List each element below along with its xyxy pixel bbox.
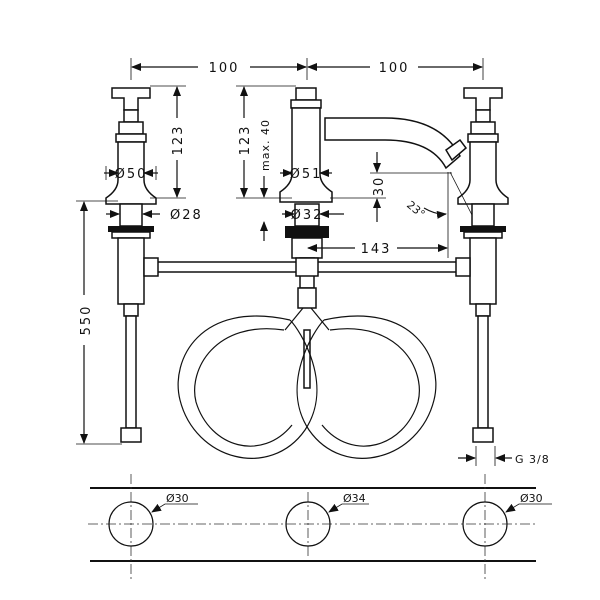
max-thickness-label: max. 40: [259, 119, 272, 171]
outlet-height-label: 30: [372, 176, 387, 197]
valve-diameter-label: Ø50: [115, 167, 148, 182]
mounting-hole-center: [285, 501, 331, 547]
spray-angle-label: 23°: [404, 198, 427, 220]
valve-shank-diameter-label: Ø28: [170, 208, 203, 223]
spacing-right-label: 100: [379, 61, 410, 76]
spout: [279, 87, 468, 389]
valve-height-label: 123: [171, 125, 186, 156]
hole-right-label: Ø30: [520, 492, 543, 505]
hole-center-label: Ø34: [343, 492, 366, 505]
spacing-left-label: 100: [209, 61, 240, 76]
mounting-hole-left: [108, 501, 154, 547]
hole-left-label: Ø30: [166, 492, 189, 505]
connection-pipe: [143, 257, 471, 277]
connection-thread-label: G 3/8: [515, 453, 550, 466]
flexible-hoses: [177, 315, 437, 459]
spout-height-label: 123: [238, 125, 253, 156]
spout-diameter-label: Ø51: [290, 167, 323, 182]
spacing-dimension: 100 100: [130, 58, 484, 80]
hose-length-label: 550: [79, 305, 94, 336]
mounting-hole-right: [462, 501, 508, 547]
spout-shank-diameter-label: Ø32: [291, 208, 324, 223]
projection-label: 143: [361, 242, 392, 257]
right-valve: [457, 87, 509, 443]
left-valve: [105, 87, 157, 443]
mounting-plate: Ø30 Ø34 Ø30: [88, 474, 552, 582]
